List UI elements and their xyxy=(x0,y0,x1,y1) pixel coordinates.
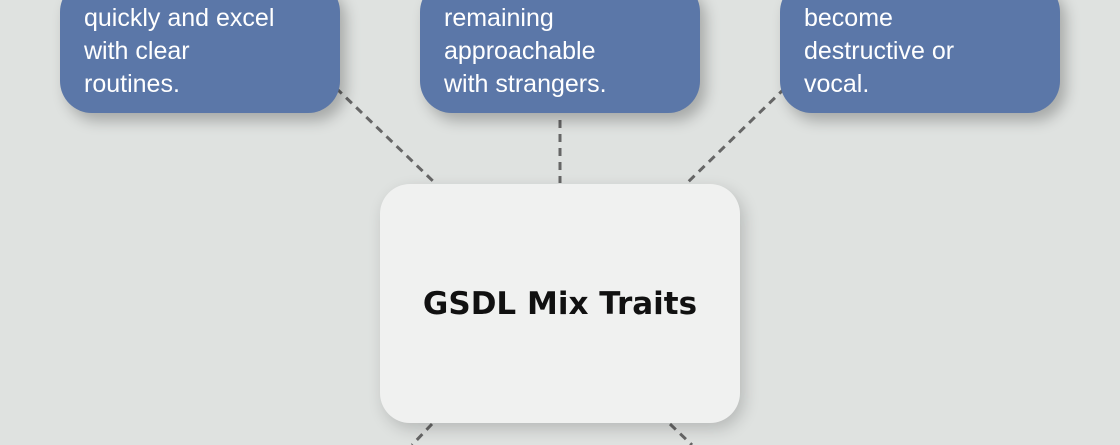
trait-node-1: quickly and excel with clear routines. xyxy=(60,0,340,113)
node-line: quickly and excel xyxy=(84,4,275,32)
trait-node-3: become destructive or vocal. xyxy=(780,0,1060,113)
node-line: with strangers. xyxy=(444,70,607,98)
node-line: vocal. xyxy=(804,70,870,98)
node-line: with clear xyxy=(84,37,190,65)
connector-left xyxy=(334,86,437,185)
connector-right xyxy=(685,86,787,185)
node-line: routines. xyxy=(84,70,180,98)
trait-node-2: remaining approachable with strangers. xyxy=(420,0,700,113)
node-line: destructive or xyxy=(804,37,955,65)
node-line: remaining xyxy=(444,4,554,32)
center-title: GSDL Mix Traits xyxy=(422,285,698,322)
node-line: approachable xyxy=(444,37,596,65)
connector-bottom-right xyxy=(668,422,694,445)
center-node: GSDL Mix Traits xyxy=(380,184,740,423)
connector-bottom-left xyxy=(410,422,434,445)
node-line: become xyxy=(804,4,893,32)
